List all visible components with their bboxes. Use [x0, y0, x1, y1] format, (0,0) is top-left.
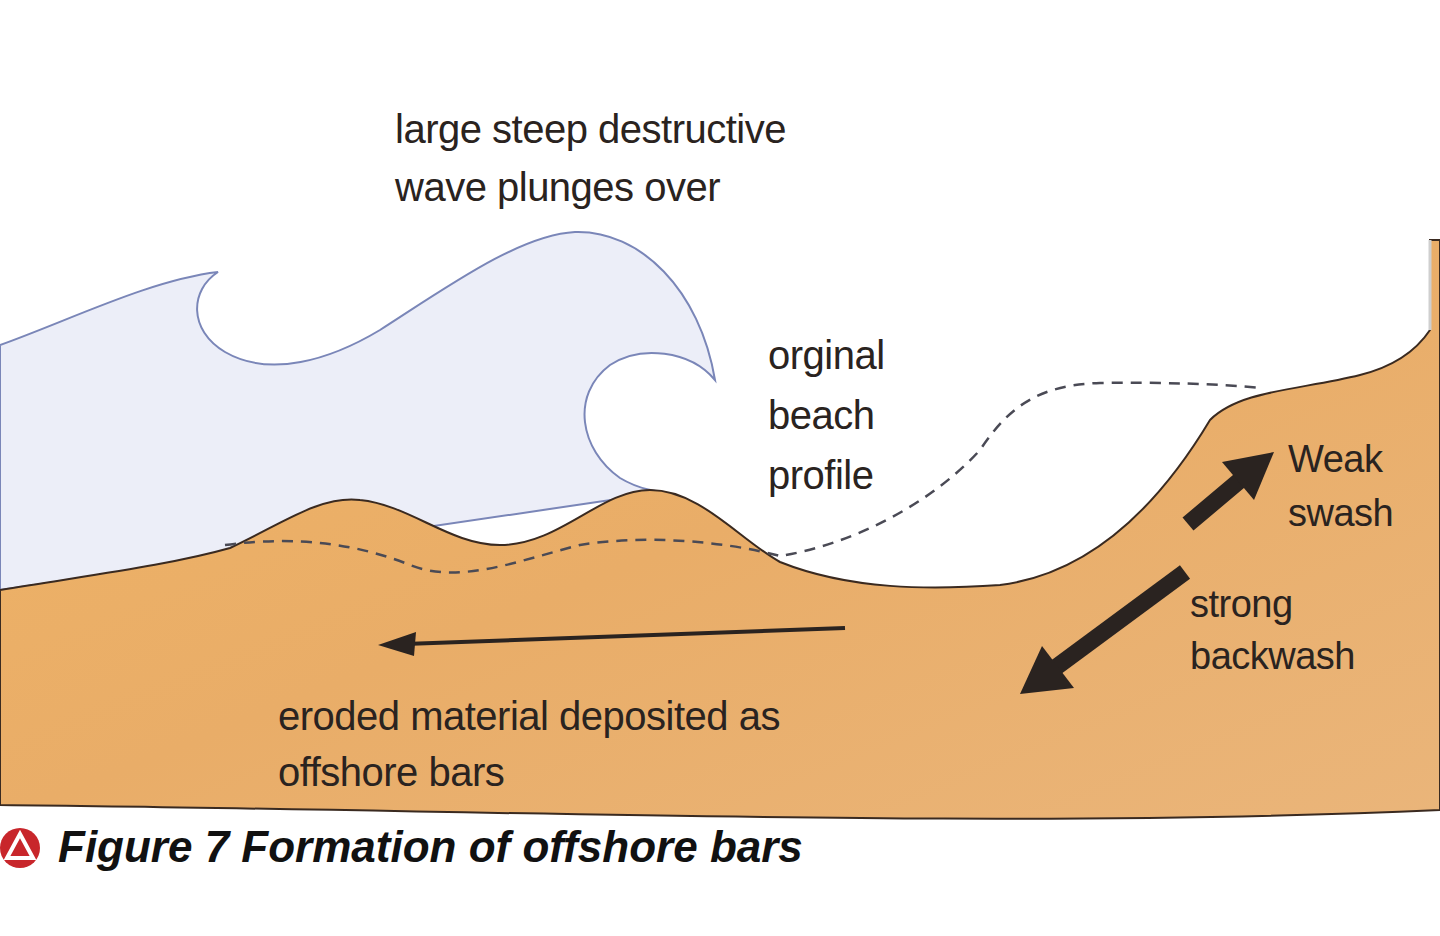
wave-label: large steep destructive wave plunges ove… [395, 100, 865, 216]
figure-icon [0, 828, 40, 868]
original-profile-line [225, 383, 1262, 573]
arrow-head [1020, 646, 1074, 694]
figure-icon-mark [7, 834, 33, 858]
sand-body [0, 240, 1440, 819]
arrow-head [1222, 452, 1274, 500]
transport-arrow [405, 628, 845, 644]
deposit-label: eroded material deposited as offshore ba… [278, 688, 803, 800]
figure-caption: Figure 7 Formation of offshore bars [58, 822, 803, 872]
backwash-arrow [1055, 572, 1185, 668]
swash-label: Weak swash [1288, 432, 1428, 540]
profile-label: orginal beach profile [768, 325, 933, 505]
backwash-label: strong backwash [1190, 578, 1405, 682]
swash-arrow [1188, 476, 1245, 524]
cliff-edge [1429, 240, 1432, 330]
arrow-head [378, 632, 416, 656]
